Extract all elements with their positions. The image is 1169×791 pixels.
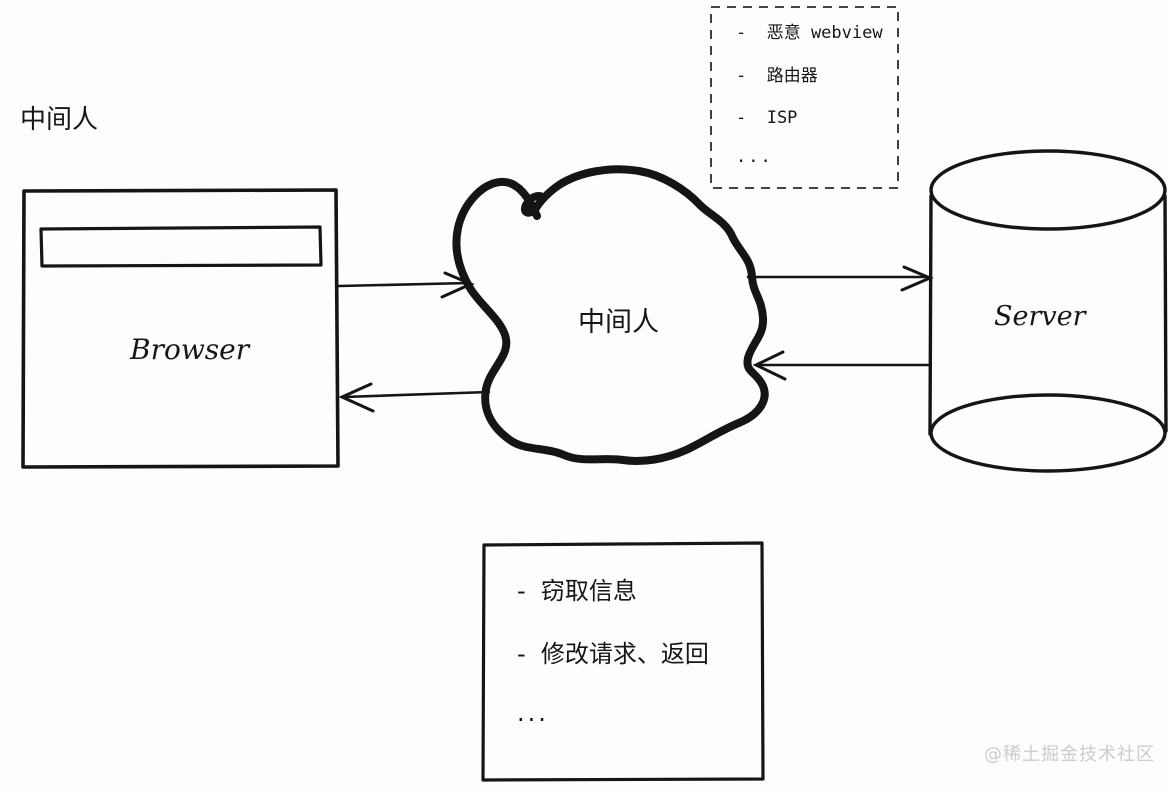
- action-list-ellipsis: ...: [517, 699, 549, 727]
- action-box-shape: [481, 541, 765, 782]
- browser-box-shape: [21, 188, 340, 469]
- server-label: Server: [994, 301, 1086, 332]
- address-bar-shape: [39, 225, 323, 268]
- browser-label: Browser: [130, 333, 250, 366]
- threat-list-item: - ISP: [736, 108, 798, 128]
- arrow-browser-to-middleman: [337, 271, 475, 299]
- arrow-server-to-middleman: [752, 350, 930, 381]
- threat-list-item: - 路由器: [736, 66, 818, 86]
- threat-list-item: - 恶意 webview: [736, 23, 883, 43]
- arrow-middleman-to-browser: [338, 382, 491, 413]
- middleman-cloud-shape: [452, 165, 769, 465]
- action-list-item: - 窃取信息: [517, 577, 637, 605]
- server-cylinder-shape: [928, 149, 1168, 473]
- arrow-middleman-to-server: [746, 265, 934, 292]
- middleman-cloud-label: 中间人: [578, 307, 659, 338]
- action-list-item: - 修改请求、返回: [517, 640, 709, 668]
- watermark: @稀土掘金技术社区: [984, 744, 1155, 765]
- threat-box-shape: [710, 6, 899, 189]
- page-title: 中间人: [20, 105, 99, 135]
- threat-list-ellipsis: ...: [736, 147, 773, 167]
